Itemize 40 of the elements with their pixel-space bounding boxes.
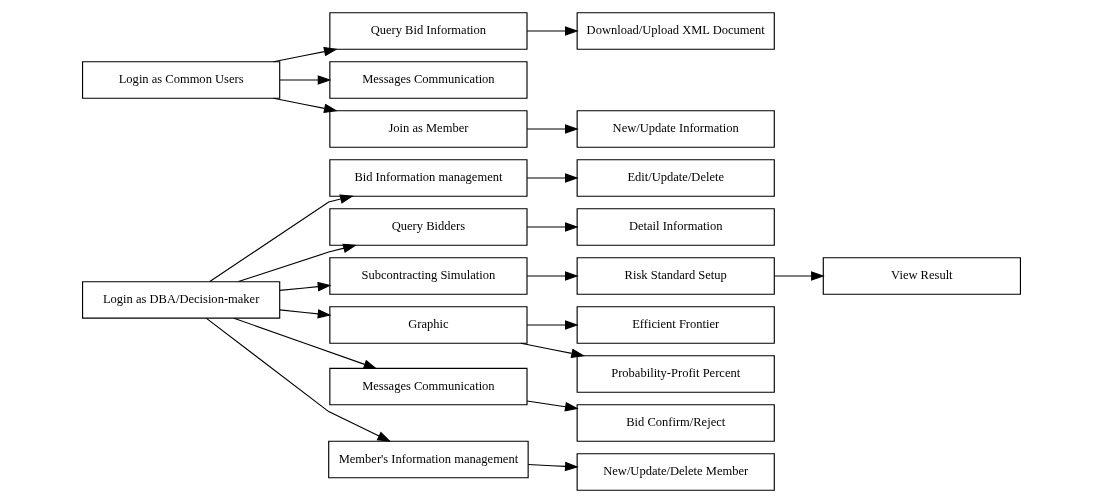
arrow [205, 317, 391, 442]
arrow [526, 271, 579, 281]
node-box: Member's Information management [327, 440, 529, 479]
node-box: View Result [822, 257, 1021, 295]
node-box: Detail Information [576, 208, 775, 246]
node-box: Graphic [328, 306, 528, 344]
node-box: Bid Confirm/Reject [576, 404, 775, 442]
node-box: Subcontracting Simulation [328, 257, 528, 295]
arrow [526, 173, 579, 183]
arrow [526, 400, 579, 412]
arrow [526, 320, 579, 330]
node-box: Join as Member [328, 110, 528, 148]
arrow [278, 281, 331, 292]
node-box: Probability-Profit Percent [576, 355, 775, 393]
arrow [773, 271, 825, 281]
arrow [527, 461, 579, 472]
arrow [526, 26, 579, 36]
arrow [272, 46, 338, 63]
arrow [232, 317, 377, 369]
node-box: New/Update Information [576, 110, 775, 148]
node-box: Query Bidders [328, 208, 528, 246]
node-box: Efficient Frontier [576, 306, 775, 344]
arrow [272, 97, 338, 114]
node-box: Messages Communication [328, 367, 528, 406]
arrow [526, 222, 579, 232]
node-box: Bid Information management [328, 159, 528, 197]
node-box: Messages Communication [328, 61, 528, 99]
arrow [278, 75, 331, 85]
node-box: Login as DBA/Decision-maker [81, 281, 280, 319]
node-box: Login as Common Users [81, 61, 280, 99]
node-box: Edit/Update/Delete [576, 159, 775, 197]
node-box: Query Bid Information [328, 12, 528, 50]
node-box: Risk Standard Setup [576, 257, 775, 295]
arrow [278, 309, 331, 319]
arrow [237, 243, 357, 283]
node-box: Download/Upload XML Document [576, 12, 775, 50]
arrow [526, 124, 579, 134]
arrow [208, 194, 354, 283]
node-box: New/Update/Delete Member [576, 453, 775, 491]
arrow [519, 342, 585, 359]
